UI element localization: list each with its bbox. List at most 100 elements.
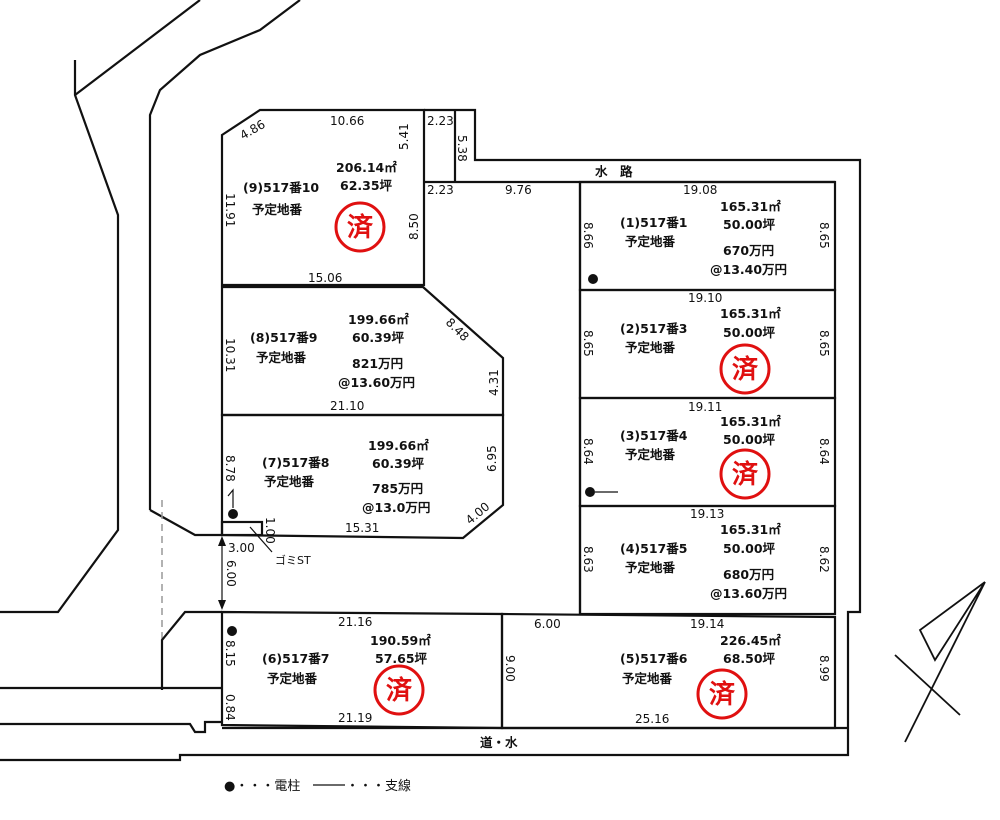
lot-area: 206.14㎡ (336, 160, 397, 175)
sold-stamp: 済 (719, 448, 771, 500)
svg-text:21.19: 21.19 (338, 711, 372, 725)
lot-6[interactable] (220, 610, 504, 730)
svg-text:19.14: 19.14 (690, 617, 724, 631)
lot-unit-price: @13.60万円 (338, 375, 415, 390)
lot-sub: 予定地番 (256, 350, 307, 365)
svg-text:@13.40万円: @13.40万円 (710, 262, 787, 277)
lot-2[interactable] (578, 288, 837, 400)
svg-text:19.11: 19.11 (688, 400, 722, 414)
north-arrow-icon (894, 581, 986, 743)
svg-text:(5)517番6: (5)517番6 (620, 651, 688, 666)
svg-text:予定地番: 予定地番 (625, 447, 676, 462)
dim: 2.23 (427, 183, 454, 197)
lot-label: (9)517番10 (243, 180, 319, 195)
svg-text:25.16: 25.16 (635, 712, 669, 726)
arrow-head-icon (218, 536, 226, 546)
road-boundary-left-top (74, 0, 201, 96)
lot-3-text: 19.11 8.64 8.64 (3)517番4 予定地番 165.31㎡ 50… (581, 400, 831, 500)
garbage-station (220, 520, 264, 537)
lot-4[interactable] (578, 504, 837, 616)
utility-pole-icon (228, 509, 238, 519)
lot-7[interactable] (220, 413, 505, 540)
dim: 8.78 (223, 455, 237, 482)
svg-text:@13.60万円: @13.60万円 (710, 586, 787, 601)
legend-pole: ●・・・電柱 (224, 779, 300, 794)
svg-text:670万円: 670万円 (723, 243, 774, 258)
dim: 3.00 (228, 541, 255, 555)
svg-text:9.00: 9.00 (503, 655, 517, 682)
lot-1-text: 19.08 8.66 8.65 (1)517番1 予定地番 165.31㎡ 50… (581, 183, 831, 284)
lot-price: 785万円 (372, 481, 423, 496)
svg-text:8.64: 8.64 (817, 438, 831, 465)
lot-9[interactable] (220, 108, 426, 287)
svg-text:21.16: 21.16 (338, 615, 372, 629)
svg-text:予定地番: 予定地番 (625, 340, 676, 355)
svg-text:0.84: 0.84 (223, 694, 237, 721)
svg-text:8.65: 8.65 (817, 330, 831, 357)
road-boundary-left (0, 60, 120, 614)
svg-text:8.65: 8.65 (581, 330, 595, 357)
dim: 15.06 (308, 271, 342, 285)
svg-text:680万円: 680万円 (723, 567, 774, 582)
dim: 5.41 (397, 123, 411, 150)
dim: 5.38 (455, 135, 469, 162)
svg-text:済: 済 (347, 212, 374, 243)
svg-text:226.45㎡: 226.45㎡ (720, 633, 781, 648)
dim: 4.31 (487, 369, 501, 396)
lot-tsubo: 62.35坪 (340, 178, 393, 193)
lot-8[interactable] (220, 285, 505, 417)
guy-wire-arrow-icon (227, 488, 234, 508)
svg-text:8.64: 8.64 (581, 438, 595, 465)
svg-text:(6)517番7: (6)517番7 (262, 651, 329, 666)
dim: 1.00 (263, 517, 277, 544)
lot-area: 199.66㎡ (368, 438, 429, 453)
lot-4-text: 19.13 8.63 8.62 (4)517番5 予定地番 165.31㎡ 50… (581, 507, 831, 601)
svg-text:(3)517番4: (3)517番4 (620, 428, 688, 443)
svg-text:165.31㎡: 165.31㎡ (720, 522, 781, 537)
dim: 4.00 (463, 499, 492, 527)
lot-5-text: 6.00 19.14 9.00 8.99 25.16 (5)517番6 予定地番… (503, 617, 831, 726)
lot-sub: 予定地番 (252, 202, 303, 217)
dim: 8.50 (407, 213, 421, 240)
lot-sub: 予定地番 (264, 474, 315, 489)
lot-tsubo: 60.39坪 (352, 330, 405, 345)
lot-3[interactable] (578, 396, 837, 508)
outer-right-boundary (424, 108, 862, 728)
svg-text:6.00: 6.00 (534, 617, 561, 631)
garbage-leader (249, 526, 273, 553)
svg-text:19.13: 19.13 (690, 507, 724, 521)
lot-1[interactable] (578, 180, 837, 292)
svg-text:済: 済 (709, 679, 736, 710)
svg-text:50.00坪: 50.00坪 (723, 432, 776, 447)
svg-text:50.00坪: 50.00坪 (723, 325, 776, 340)
svg-text:190.59㎡: 190.59㎡ (370, 633, 431, 648)
svg-text:済: 済 (732, 459, 759, 490)
dim: 11.91 (223, 193, 237, 227)
utility-pole-icon (588, 274, 598, 284)
utility-pole-icon (227, 626, 237, 636)
svg-text:(4)517番5: (4)517番5 (620, 541, 687, 556)
legend: ●・・・電柱 ・・・支線 (224, 778, 411, 794)
dim: 6.95 (485, 445, 499, 472)
svg-text:済: 済 (732, 354, 759, 385)
svg-text:予定地番: 予定地番 (267, 671, 318, 686)
svg-text:8.65: 8.65 (817, 222, 831, 249)
lot-price: 821万円 (352, 356, 403, 371)
svg-text:(2)517番3: (2)517番3 (620, 321, 687, 336)
svg-text:予定地番: 予定地番 (622, 671, 673, 686)
svg-text:8.63: 8.63 (581, 546, 595, 573)
dim: 10.66 (330, 114, 364, 128)
svg-text:8.99: 8.99 (817, 655, 831, 682)
road-left-edge (0, 720, 222, 734)
svg-text:済: 済 (386, 675, 413, 706)
lower-left-boundary (160, 610, 222, 690)
lot-tsubo: 60.39坪 (372, 456, 425, 471)
dim: 10.31 (223, 338, 237, 372)
road-bottom-edge (0, 728, 850, 762)
svg-text:165.31㎡: 165.31㎡ (720, 414, 781, 429)
dim: 15.31 (345, 521, 379, 535)
dim: 9.76 (505, 183, 532, 197)
lot-6-text: 21.16 8.15 0.84 21.19 (6)517番7 予定地番 190.… (223, 615, 431, 725)
lot-label: (7)517番8 (262, 455, 329, 470)
